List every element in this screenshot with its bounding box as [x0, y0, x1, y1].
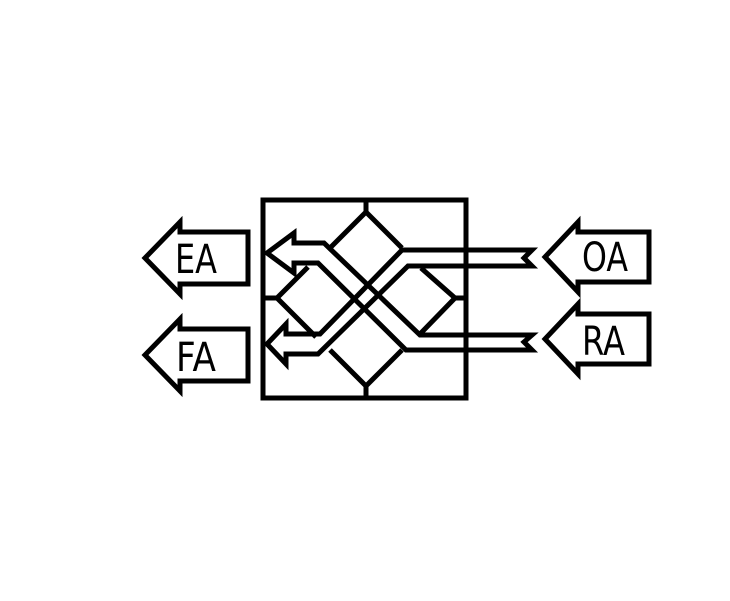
- outdoor-air-arrow: OA: [541, 215, 652, 299]
- fresh-air-label: FA: [176, 335, 217, 381]
- return-air-label: RA: [582, 319, 626, 365]
- outdoor-air-label: OA: [582, 235, 628, 281]
- outdoor-to-fresh-channel: [263, 247, 539, 371]
- return-air-arrow: RA: [541, 297, 652, 381]
- fresh-air-arrow: FA: [141, 312, 251, 398]
- heat-exchanger-box: [260, 197, 539, 401]
- return-to-exhaust-channel: [262, 228, 539, 353]
- exchanger-core: [265, 202, 464, 396]
- exhaust-air-label: EA: [175, 237, 218, 283]
- exhaust-air-arrow: EA: [141, 215, 251, 301]
